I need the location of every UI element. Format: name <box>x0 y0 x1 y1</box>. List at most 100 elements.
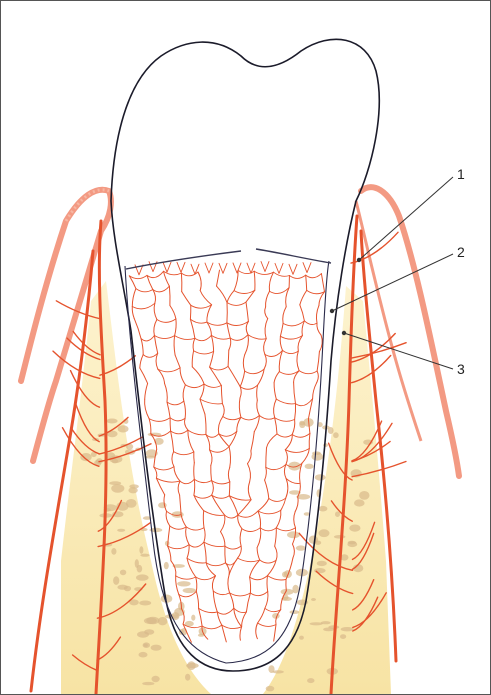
pulp-vessel <box>198 272 201 291</box>
pulp-vessel <box>277 434 292 437</box>
pulp-vessel <box>132 307 134 319</box>
pulp-vessel <box>145 384 148 400</box>
leader-dot-3 <box>342 331 346 335</box>
bone-spot <box>296 545 306 550</box>
pulp-vessel <box>212 481 214 496</box>
pulp-vessel <box>276 528 295 531</box>
pulp-vessel <box>147 271 164 277</box>
pulp-vessel <box>228 574 230 593</box>
pulp-vessel <box>292 433 310 437</box>
bone-spot <box>145 456 156 459</box>
pulp-vessel <box>258 511 261 528</box>
pulp-vessel <box>187 545 189 559</box>
pulp-vessel <box>227 291 234 303</box>
pulp-vessel <box>243 355 244 371</box>
pulp-vessel <box>181 515 186 527</box>
pulp-vessel <box>140 355 143 368</box>
pulp-vessel <box>191 305 212 308</box>
pulp-vessel <box>206 563 225 566</box>
pulp-vessel <box>175 355 180 368</box>
pulp-vessel <box>174 467 180 482</box>
bone-spot <box>354 499 365 506</box>
bone-spot <box>312 451 321 455</box>
pulp-vessel <box>264 339 267 355</box>
pulp-vessel <box>265 350 283 356</box>
pulp-vessel <box>186 527 189 545</box>
pulp-vessel <box>170 306 176 319</box>
pulp-vessel <box>227 302 246 305</box>
pulp-vessel <box>294 511 296 528</box>
pulp-vessel <box>292 420 295 435</box>
pulp-vessel <box>154 320 157 336</box>
pulp-vessel <box>141 339 143 355</box>
bone-spot <box>340 634 346 639</box>
pulp-vessel <box>266 464 286 469</box>
pulp-vessel <box>225 515 238 518</box>
pulp-vessel <box>204 542 225 547</box>
bone-spot <box>299 636 304 640</box>
bone-spot <box>111 548 116 555</box>
pulp-vessel <box>210 366 229 370</box>
pulp-vessel <box>265 467 267 480</box>
pulp-vessel <box>213 591 217 612</box>
pulp-vessel <box>295 497 298 511</box>
pulp-vessel <box>222 404 224 417</box>
bone-spot <box>321 621 331 624</box>
pulp-vessel <box>188 430 206 435</box>
pulp-capillary-loop <box>275 263 283 273</box>
pulp-vessel <box>222 625 227 642</box>
bone-spot <box>136 574 149 580</box>
pulp-vessel <box>264 354 266 369</box>
pulp-vessel <box>212 576 215 591</box>
pulp-vessel <box>210 351 214 367</box>
pulp-vessel <box>187 558 206 563</box>
bone-spot <box>144 618 157 625</box>
pulp-capillary-loop <box>205 263 213 273</box>
pulp-capillary-loop <box>163 262 171 272</box>
pulp-vessel <box>266 448 267 467</box>
pulp-vessel <box>180 479 194 483</box>
pulp-vessel <box>230 593 251 596</box>
pulp-vessel <box>185 418 188 430</box>
pulp-vessel <box>257 528 261 548</box>
bone-spot <box>139 546 143 554</box>
pulp-vessel <box>275 528 277 546</box>
pulp-vessel <box>219 431 237 436</box>
pulp-vessel <box>221 532 225 547</box>
pulp-vessel <box>228 350 229 366</box>
pulp-vessel <box>170 526 186 529</box>
pulp-vessel <box>211 335 213 351</box>
pulp-vessel <box>217 286 228 302</box>
bone-spot <box>305 464 314 469</box>
pulp-vessel <box>182 292 191 306</box>
cemento-enamel-junction <box>126 249 331 269</box>
pulp-vessel <box>229 496 251 501</box>
bone-spot <box>113 576 119 585</box>
pulp-vessel <box>257 385 258 400</box>
pulp-vessel <box>313 383 317 399</box>
bone-spot <box>112 459 119 463</box>
callout-label-1: 1 <box>457 167 465 181</box>
pulp-vessel <box>212 495 230 498</box>
pulp-vessel <box>230 593 234 608</box>
pulp-vessel <box>186 527 204 530</box>
pulp-vessel <box>285 450 287 465</box>
bone-spot <box>311 598 316 601</box>
pulp-vessel <box>196 591 198 608</box>
leader-line-2 <box>332 254 453 311</box>
bone-spot <box>177 581 191 586</box>
pulp-vessel <box>265 307 268 319</box>
pulp-vessel <box>171 561 176 576</box>
pulp-vessel <box>254 271 255 290</box>
leader-dot-1 <box>357 258 361 262</box>
pulp-vessel <box>183 385 185 401</box>
pulp-vessel <box>250 560 260 577</box>
pulp-vessel <box>225 546 241 549</box>
leader-dot-2 <box>330 309 334 313</box>
pulp-vessel <box>229 431 237 446</box>
pulp-vessel <box>178 481 180 495</box>
pulp-vessel <box>190 319 195 338</box>
pulp-vessel <box>141 336 154 341</box>
pulp-vessel <box>234 290 255 293</box>
